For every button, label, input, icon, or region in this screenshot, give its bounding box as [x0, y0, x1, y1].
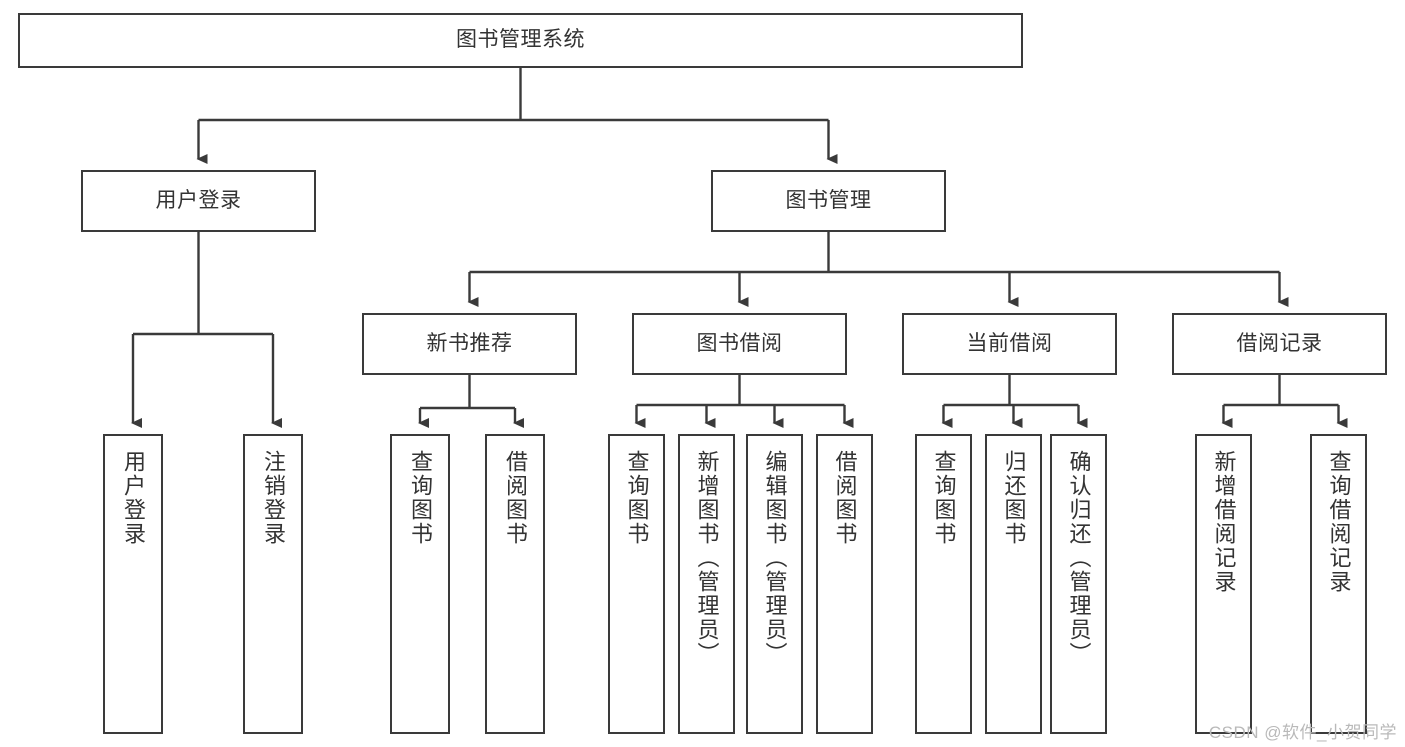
- node-label-leaf-cb-confirm: 确认归还（管理员）: [1066, 450, 1092, 666]
- node-leaf-rec-query[interactable]: 查询图书: [390, 434, 450, 734]
- node-leaf-bb-query[interactable]: 查询图书: [608, 434, 665, 734]
- node-leaf-cb-query[interactable]: 查询图书: [915, 434, 972, 734]
- node-label-leaf-user-logout: 注销登录: [261, 450, 286, 546]
- node-label-leaf-bb-add: 新增图书（管理员）: [694, 450, 720, 666]
- node-label-leaf-bb-edit: 编辑图书（管理员）: [762, 450, 788, 666]
- node-label-leaf-br-add: 新增借阅记录: [1211, 450, 1237, 594]
- node-leaf-cb-return[interactable]: 归还图书: [985, 434, 1042, 734]
- node-label-user-login: 用户登录: [155, 188, 242, 212]
- node-label-leaf-user-login: 用户登录: [121, 450, 146, 546]
- node-label-leaf-cb-return: 归还图书: [1001, 450, 1027, 546]
- node-leaf-br-add[interactable]: 新增借阅记录: [1195, 434, 1252, 734]
- node-label-leaf-bb-borrow: 借阅图书: [832, 450, 858, 546]
- node-leaf-bb-edit[interactable]: 编辑图书（管理员）: [746, 434, 803, 734]
- node-borrow-record[interactable]: 借阅记录: [1172, 313, 1387, 375]
- node-book-borrow[interactable]: 图书借阅: [632, 313, 847, 375]
- node-label-leaf-rec-query: 查询图书: [408, 450, 433, 546]
- node-new-book-rec[interactable]: 新书推荐: [362, 313, 577, 375]
- node-root[interactable]: 图书管理系统: [18, 13, 1023, 68]
- node-label-root: 图书管理系统: [456, 28, 585, 52]
- node-label-leaf-cb-query: 查询图书: [931, 450, 957, 546]
- node-label-current-borrow: 当前借阅: [966, 331, 1053, 355]
- node-leaf-user-login[interactable]: 用户登录: [103, 434, 163, 734]
- node-user-login[interactable]: 用户登录: [81, 170, 316, 232]
- node-leaf-user-logout[interactable]: 注销登录: [243, 434, 303, 734]
- node-label-book-borrow: 图书借阅: [696, 331, 783, 355]
- node-leaf-cb-confirm[interactable]: 确认归还（管理员）: [1050, 434, 1107, 734]
- node-label-leaf-bb-query: 查询图书: [624, 450, 650, 546]
- node-label-leaf-rec-borrow: 借阅图书: [503, 450, 528, 546]
- node-label-borrow-record: 借阅记录: [1236, 331, 1323, 355]
- node-label-new-book-rec: 新书推荐: [426, 331, 513, 355]
- node-leaf-bb-add[interactable]: 新增图书（管理员）: [678, 434, 735, 734]
- csdn-watermark: CSDN @软件_小贺同学: [1208, 723, 1397, 742]
- node-current-borrow[interactable]: 当前借阅: [902, 313, 1117, 375]
- node-leaf-bb-borrow[interactable]: 借阅图书: [816, 434, 873, 734]
- node-label-leaf-br-query: 查询借阅记录: [1326, 450, 1352, 594]
- node-label-book-manage: 图书管理: [785, 188, 872, 212]
- node-leaf-rec-borrow[interactable]: 借阅图书: [485, 434, 545, 734]
- node-leaf-br-query[interactable]: 查询借阅记录: [1310, 434, 1367, 734]
- node-book-manage[interactable]: 图书管理: [711, 170, 946, 232]
